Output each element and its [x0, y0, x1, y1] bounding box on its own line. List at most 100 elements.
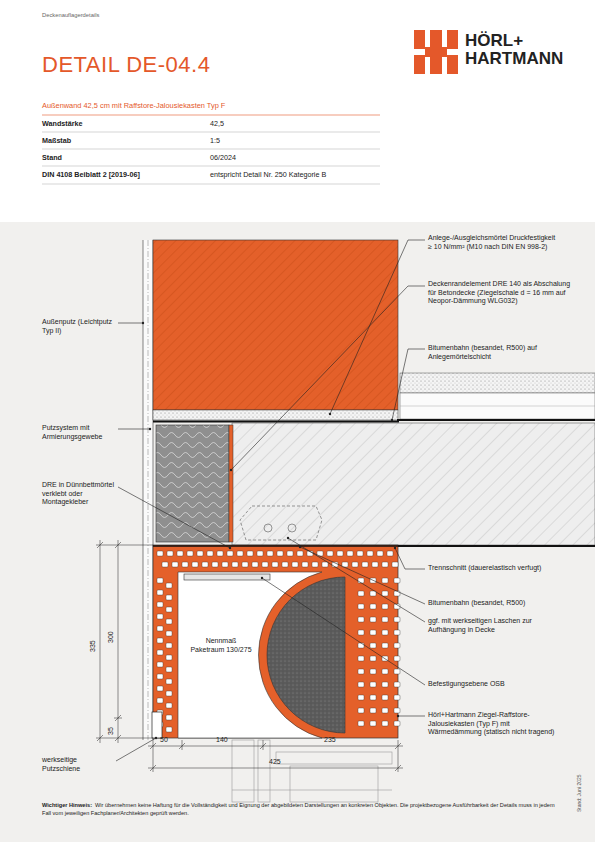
page-title: DETAIL DE-04.4	[42, 52, 210, 79]
leader-dot	[142, 322, 144, 324]
brick-hole	[377, 551, 383, 556]
brick-hole	[358, 630, 364, 635]
brick-hole	[262, 562, 268, 567]
brick-hole	[197, 551, 203, 556]
callout-text: Befestigungsebene OSB	[428, 680, 578, 689]
leader-dot	[391, 419, 393, 421]
brick-hole	[382, 682, 388, 687]
table-value: entspricht Detail Nr. 250 Kategorie B	[210, 171, 380, 180]
brick-hole	[367, 551, 373, 556]
callout-text: Anlege-/Ausgleichsmörtel Druckfestigkeit…	[428, 234, 556, 251]
brick-hole	[394, 578, 400, 583]
brick-hole	[192, 562, 198, 567]
brick-hole	[166, 643, 172, 648]
brick-hole	[247, 551, 253, 556]
brick-hole	[357, 551, 363, 556]
brick-hole	[327, 551, 333, 556]
brick-hole	[166, 727, 172, 732]
slab-edge-element	[156, 425, 233, 542]
plaster-rail	[152, 712, 162, 738]
brick-hole	[212, 562, 218, 567]
brick-hole	[358, 643, 364, 648]
bitumen-membrane	[153, 420, 595, 422]
shutter-box	[153, 545, 400, 738]
mortar-layer	[153, 410, 398, 420]
brick-hole	[382, 695, 388, 700]
brick-hole	[362, 562, 368, 567]
cavity-label: Nennmaß Paketraum 130/275	[190, 637, 252, 654]
brick-hole	[352, 562, 358, 567]
brick-hole	[370, 708, 376, 713]
note-text: Wir übernehmen keine Haftung für die Vol…	[42, 802, 555, 816]
brick-hole	[370, 669, 376, 674]
brick-hole	[382, 578, 388, 583]
brick-hole	[232, 562, 238, 567]
table-key: Wandstärke	[42, 120, 202, 129]
callout-text: Außenputz (Leichtputz Typ II)	[42, 318, 122, 335]
callout-text: Hörl+Hartmann Ziegel-Raffstore-Jalousiek…	[428, 711, 558, 737]
brick-hole	[370, 630, 376, 635]
brick-hole	[370, 682, 376, 687]
brick-hole	[282, 562, 288, 567]
note-heading: Wichtiger Hinweis:	[42, 802, 92, 808]
leader-dot	[329, 413, 331, 415]
table-rule	[42, 115, 380, 184]
callout-text: Trennschnitt (dauerelastisch verfugt)	[428, 564, 578, 573]
brick-hole	[382, 643, 388, 648]
leader-dot	[155, 737, 157, 739]
brick-hole	[166, 667, 172, 672]
hanging-bracket	[240, 506, 322, 540]
window-frame	[232, 740, 392, 802]
leader-line	[395, 548, 425, 569]
floor-buildup	[400, 373, 595, 419]
brick-hole	[252, 562, 258, 567]
callout-text: Putzsystem mit Armierungsgewebe	[42, 424, 122, 441]
brick-hole	[177, 551, 183, 556]
brick-hole	[302, 562, 308, 567]
leader-line	[118, 487, 230, 548]
brick-hole	[182, 562, 188, 567]
leader-line	[330, 240, 425, 414]
brick-hole	[157, 686, 163, 691]
brick-hole	[347, 551, 353, 556]
brick-hole	[272, 562, 278, 567]
leader-dot	[299, 546, 301, 548]
brick-hole	[394, 617, 400, 622]
table-key: DIN 4108 Beiblatt 2 [2019-06]	[42, 171, 207, 180]
brick-hole	[267, 551, 273, 556]
leader-line	[116, 738, 156, 761]
leader-line	[231, 286, 425, 470]
leader-dot	[287, 537, 289, 539]
subtitle: Außenwand 42,5 cm mit Raffstore-Jalousie…	[42, 101, 382, 110]
brick-hole	[166, 583, 172, 588]
brick-hole	[157, 578, 163, 583]
separation-cut	[398, 545, 595, 547]
brick-hole	[358, 669, 364, 674]
brick-hole	[394, 695, 400, 700]
callout-text: Bitumenbahn (besandet, R500) auf Anlegem…	[428, 344, 578, 361]
brick-hole	[382, 617, 388, 622]
brick-hole	[157, 614, 163, 619]
leader-line	[262, 578, 425, 685]
brick-hole	[358, 578, 364, 583]
brick-hole	[292, 562, 298, 567]
brand-name: HÖRL+ HARTMANN	[465, 32, 575, 68]
table-value: 42,5	[210, 120, 370, 129]
brick-hole	[394, 708, 400, 713]
brick-hole	[157, 674, 163, 679]
footer-note: Wichtiger Hinweis:Wir übernehmen keine H…	[42, 802, 557, 817]
brick-hole	[370, 695, 376, 700]
brick-hole	[370, 656, 376, 661]
callout-text: werkseitige Putzschiene	[42, 756, 112, 773]
bracket-hole	[288, 524, 296, 532]
brick-hole	[370, 617, 376, 622]
leader-line	[392, 349, 425, 420]
leader-dot	[261, 577, 263, 579]
brick-hole	[358, 604, 364, 609]
brick-hole	[370, 643, 376, 648]
brick-hole	[382, 721, 388, 726]
brick-hole	[358, 591, 364, 596]
brick-hole	[392, 562, 398, 567]
brick-hole	[222, 562, 228, 567]
brick-hole	[372, 562, 378, 567]
